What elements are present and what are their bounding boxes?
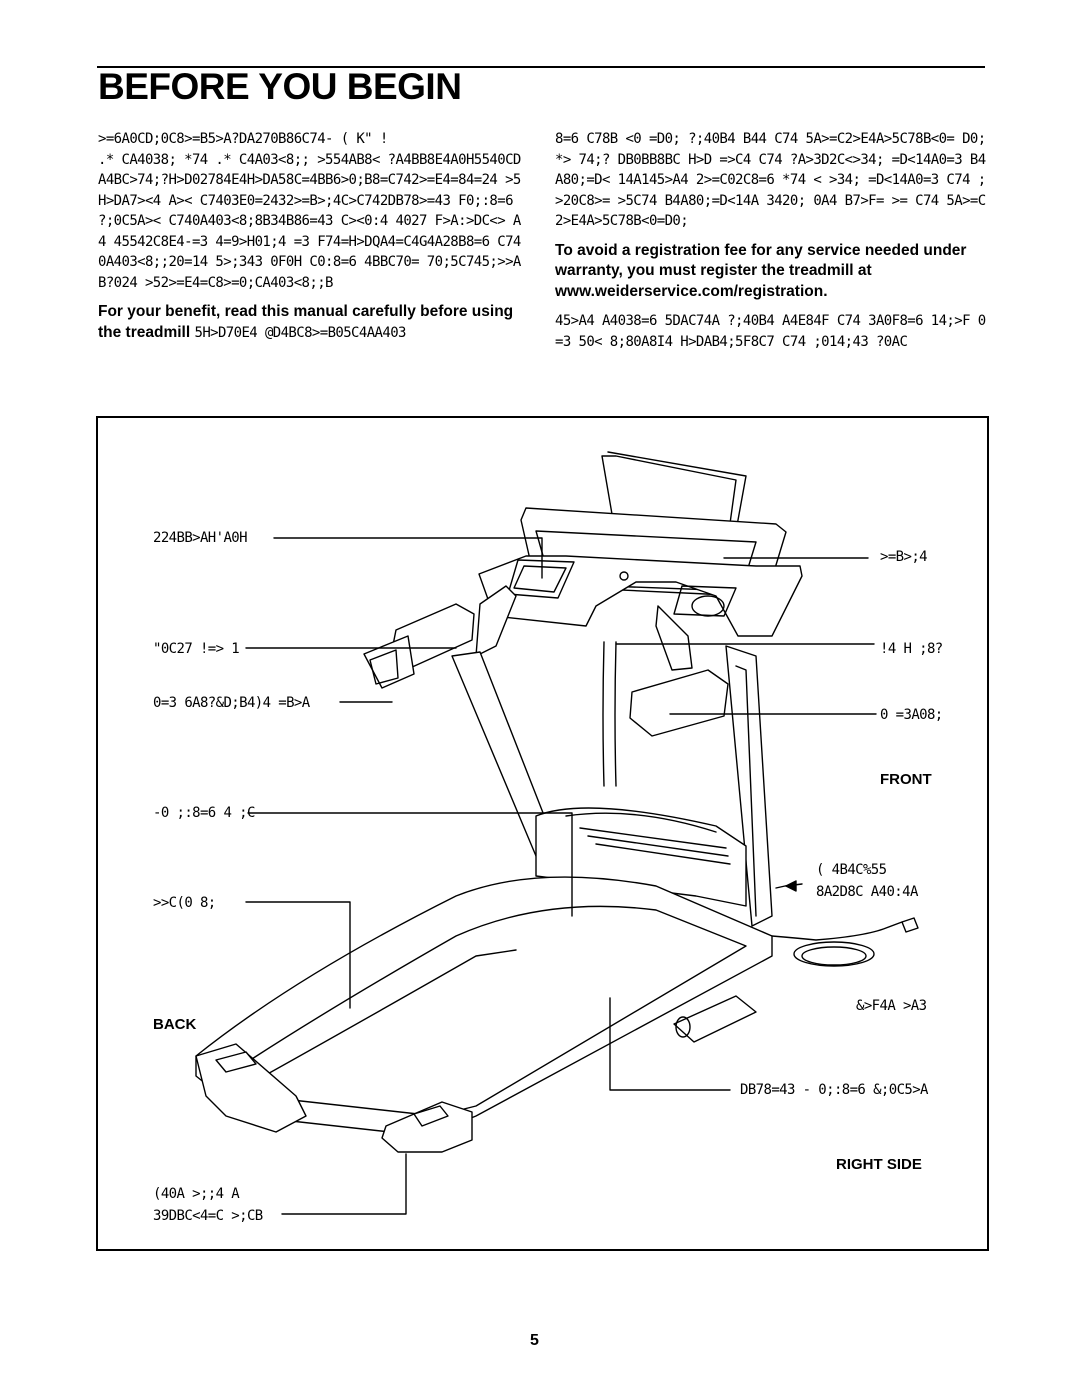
title-rule bbox=[97, 66, 985, 68]
label-back: BACK bbox=[153, 1016, 197, 1033]
right-paragraph-1: 8=6 C78B <0 =D0; ?;40B4 B44 C74 5A>=C2>E… bbox=[555, 131, 994, 229]
right-paragraph-3: 45>A4 A4038=6 5DAC74A ?;40B4 A4E84F C74 … bbox=[555, 313, 986, 350]
left-column: >=6A0CD;0C8>=B5>A?DA270B86C74- ( K" ! .*… bbox=[98, 129, 522, 352]
page-number: 5 bbox=[530, 1332, 539, 1349]
label-walking-belt: -0 ;:8=6 4 ;C bbox=[153, 805, 255, 821]
page-title: BEFORE YOU BEGIN bbox=[98, 66, 462, 107]
label-power-cord: &>F4A >A3 bbox=[856, 998, 927, 1014]
label-console: >=B>;4 bbox=[880, 549, 928, 565]
treadmill-figure-frame bbox=[96, 416, 989, 1251]
label-front: FRONT bbox=[880, 771, 932, 788]
label-motor-hood: >>C(0 8; bbox=[153, 895, 216, 911]
left-paragraph-2: For your benefit, read this manual caref… bbox=[98, 302, 522, 343]
benefit-notice: For your benefit, read this manual caref… bbox=[98, 303, 514, 341]
benefit-notice-tail: 5H>D70E4 @D4BC8>=B05C4AA403 bbox=[194, 324, 406, 341]
label-rear-roller-adjustment-bolts: (40A >;;4 A 39DBC<4=C >;CB bbox=[153, 1186, 263, 1224]
treadmill-illustration bbox=[195, 451, 919, 1215]
label-accessory-tray: 224BB>AH'A0H bbox=[153, 530, 248, 546]
registration-notice: To avoid a registration fee for any serv… bbox=[555, 241, 967, 300]
label-grip-pulse-sensor: 0=3 6A8?&D;B4)4 =B>A bbox=[153, 695, 310, 711]
label-safety-key: !4 H ;8? bbox=[880, 641, 943, 657]
label-incline-frame: DB78=43 - 0;:8=6 &;0C5>A bbox=[740, 1082, 928, 1098]
label-safety-key-clip: "0C27 !=> 1 bbox=[153, 641, 240, 657]
label-reset-circuit-breaker: ( 4B4C%55 8A2D8C A40:4A bbox=[816, 862, 918, 900]
label-handrail: 0 =3A08; bbox=[880, 707, 943, 723]
left-paragraph-1: >=6A0CD;0C8>=B5>A?DA270B86C74- ( K" ! .*… bbox=[98, 131, 521, 291]
label-right-side: RIGHT SIDE bbox=[836, 1156, 922, 1173]
right-column: 8=6 C78B <0 =D0; ?;40B4 B44 C74 5A>=C2>E… bbox=[555, 129, 987, 361]
